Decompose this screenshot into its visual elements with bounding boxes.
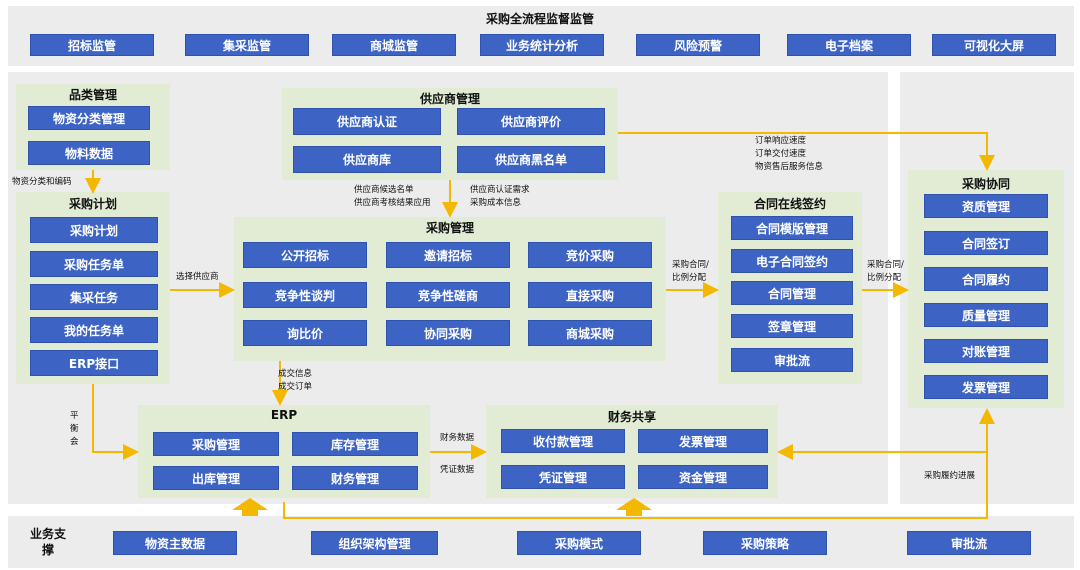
erp-item-2[interactable]: 库存管理 xyxy=(292,432,418,456)
procurement-title: 采购管理 xyxy=(425,221,474,235)
supervision-item-6[interactable]: 电子档案 xyxy=(787,34,911,56)
procurement-item-4[interactable]: 竞争性谈判 xyxy=(243,282,367,308)
plan-item-2[interactable]: 采购任务单 xyxy=(30,251,158,277)
support-item-4[interactable]: 采购策略 xyxy=(703,531,827,555)
label-sup-to-proc-right: 供应商认证需求 采购成本信息 xyxy=(470,185,530,208)
arrow-loop-bottom xyxy=(283,408,995,519)
supplier-item-4[interactable]: 供应商黑名单 xyxy=(457,146,605,173)
support-up-arrow-finance xyxy=(616,498,652,516)
finance-item-3[interactable]: 凭证管理 xyxy=(501,465,625,489)
supervision-item-3[interactable]: 商城监管 xyxy=(332,34,456,56)
arrow-supplier-to-collab xyxy=(618,132,995,171)
plan-item-4[interactable]: 我的任务单 xyxy=(30,317,158,343)
category-title: 品类管理 xyxy=(68,88,117,102)
supervision-item-7[interactable]: 可视化大屏 xyxy=(932,34,1056,56)
contract-title: 合同在线签约 xyxy=(753,197,826,211)
erp-item-3[interactable]: 出库管理 xyxy=(153,466,279,490)
supervision-item-1[interactable]: 招标监管 xyxy=(30,34,154,56)
label-plan-to-erp: 平 衡 会 xyxy=(70,411,79,447)
supplier-item-2[interactable]: 供应商评价 xyxy=(457,108,605,135)
erp-item-1[interactable]: 采购管理 xyxy=(153,432,279,456)
support-title: 业务支撑 xyxy=(29,527,66,557)
finance-item-4[interactable]: 资金管理 xyxy=(638,465,768,489)
contract-item-1[interactable]: 合同模版管理 xyxy=(731,216,853,240)
contract-item-4[interactable]: 签章管理 xyxy=(731,314,853,338)
contract-item-3[interactable]: 合同管理 xyxy=(731,281,853,305)
supplier-item-1[interactable]: 供应商认证 xyxy=(293,108,441,135)
label-sup-to-proc-left: 供应商候选名单 供应商考核结果应用 xyxy=(354,185,431,208)
plan-title: 采购计划 xyxy=(68,197,117,211)
procurement-item-9[interactable]: 商城采购 xyxy=(528,320,652,346)
plan-item-1[interactable]: 采购计划 xyxy=(30,217,158,243)
contract-item-5[interactable]: 审批流 xyxy=(731,348,853,372)
procurement-item-1[interactable]: 公开招标 xyxy=(243,242,367,268)
procurement-item-3[interactable]: 竞价采购 xyxy=(528,242,652,268)
label-collab-progress: 采购履约进展 xyxy=(924,471,976,481)
erp-title: ERP xyxy=(270,408,298,422)
finance-item-2[interactable]: 发票管理 xyxy=(638,429,768,453)
label-plan-to-proc: 选择供应商 xyxy=(176,272,219,282)
support-up-arrow-erp xyxy=(232,498,268,516)
label-proc-to-contract: 采购合同/ 比例分配 xyxy=(672,260,709,283)
label-erp-to-fin-top: 财务数据 xyxy=(440,433,475,443)
collab-item-6[interactable]: 发票管理 xyxy=(924,375,1048,399)
label-cat-to-plan: 物资分类和编码 xyxy=(12,177,72,187)
plan-item-3[interactable]: 集采任务 xyxy=(30,284,158,310)
procurement-item-2[interactable]: 邀请招标 xyxy=(386,242,510,268)
procurement-item-8[interactable]: 协同采购 xyxy=(386,320,510,346)
plan-item-5[interactable]: ERP接口 xyxy=(30,350,158,376)
category-item-2[interactable]: 物料数据 xyxy=(28,141,150,165)
label-contract-to-collab: 采购合同/ 比例分配 xyxy=(867,260,904,283)
label-erp-to-fin-bottom: 凭证数据 xyxy=(440,465,475,475)
supervision-item-2[interactable]: 集采监管 xyxy=(185,34,309,56)
support-item-1[interactable]: 物资主数据 xyxy=(113,531,237,555)
procurement-item-6[interactable]: 直接采购 xyxy=(528,282,652,308)
erp-item-4[interactable]: 财务管理 xyxy=(292,466,418,490)
collab-item-3[interactable]: 合同履约 xyxy=(924,267,1048,291)
collab-item-2[interactable]: 合同签订 xyxy=(924,231,1048,255)
procurement-item-5[interactable]: 竞争性磋商 xyxy=(386,282,510,308)
support-item-2[interactable]: 组织架构管理 xyxy=(311,531,438,555)
procurement-item-7[interactable]: 询比价 xyxy=(243,320,367,346)
supplier-title: 供应商管理 xyxy=(419,92,480,106)
label-sup-to-collab: 订单响应速度 订单交付速度 物资售后服务信息 xyxy=(755,136,824,172)
arrow-collab-to-finance xyxy=(777,410,988,460)
category-item-1[interactable]: 物资分类管理 xyxy=(28,106,150,130)
collab-item-1[interactable]: 资质管理 xyxy=(924,194,1048,218)
supplier-item-3[interactable]: 供应商库 xyxy=(293,146,441,173)
label-proc-to-erp: 成交信息 成交订单 xyxy=(278,369,313,392)
support-item-3[interactable]: 采购模式 xyxy=(517,531,641,555)
collab-item-5[interactable]: 对账管理 xyxy=(924,339,1048,363)
finance-item-1[interactable]: 收付款管理 xyxy=(501,429,625,453)
collab-item-4[interactable]: 质量管理 xyxy=(924,303,1048,327)
supervision-item-5[interactable]: 风险预警 xyxy=(636,34,760,56)
contract-item-2[interactable]: 电子合同签约 xyxy=(731,249,853,273)
finance-title: 财务共享 xyxy=(607,410,656,424)
supervision-title: 采购全流程监督监管 xyxy=(485,12,594,26)
support-item-5[interactable]: 审批流 xyxy=(907,531,1031,555)
arrow-plan-to-erp xyxy=(92,384,139,460)
supervision-item-4[interactable]: 业务统计分析 xyxy=(480,34,604,56)
collab-title: 采购协同 xyxy=(961,177,1010,191)
